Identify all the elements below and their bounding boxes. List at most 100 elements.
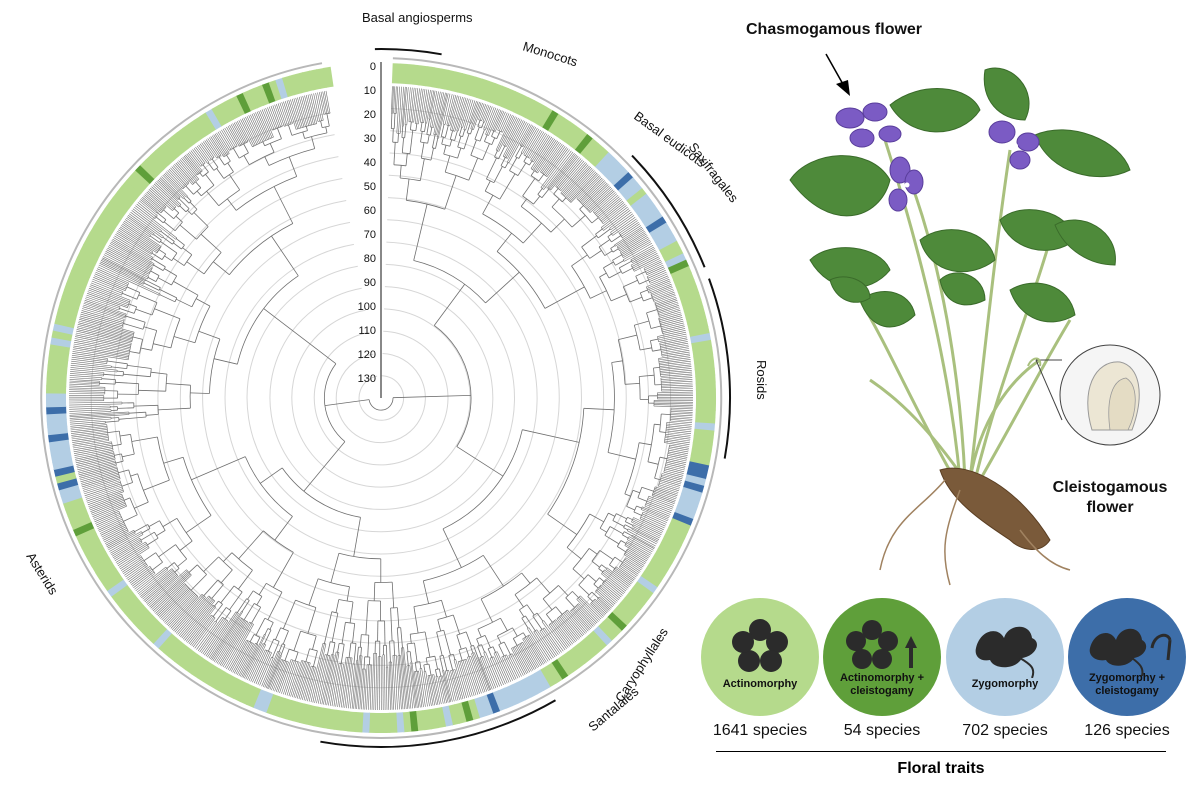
tip-branch [96, 270, 129, 285]
trait-ring-segment [642, 210, 664, 229]
branch-arc [218, 189, 240, 207]
branch [484, 134, 488, 142]
trait-ring-segment [689, 332, 712, 345]
tip-branch [391, 86, 393, 114]
tip-branch [580, 595, 603, 619]
trait-ring-segment [682, 480, 705, 494]
branch [114, 453, 122, 456]
branch-arc [171, 275, 178, 286]
branch [213, 358, 238, 365]
tip-branch [296, 662, 308, 699]
branch-arc [496, 251, 546, 309]
branch [456, 446, 504, 477]
tip-branch [658, 311, 681, 319]
tip-branch [79, 466, 117, 477]
branch-arc [317, 578, 350, 588]
tip-branch [544, 146, 566, 175]
branch [624, 524, 633, 529]
tip-branch [255, 112, 268, 140]
tip-branch [307, 667, 316, 702]
tip-branch [666, 428, 692, 433]
trait-ring-segment [513, 93, 529, 116]
tip-branch [540, 142, 562, 173]
violet-plant-illustration [789, 53, 1161, 586]
branch [391, 582, 395, 608]
trait-ring-segment [233, 680, 249, 703]
branch [173, 281, 199, 296]
branch-arc [501, 654, 507, 658]
branch-arc [152, 263, 155, 267]
tip-branch [337, 663, 344, 708]
tip-branch [300, 662, 311, 700]
tip-branch [543, 620, 566, 651]
tip-branch [660, 479, 681, 486]
branch [241, 600, 250, 612]
branch [153, 234, 162, 241]
branch-arc [155, 552, 163, 563]
tip-branch [259, 657, 272, 686]
branch-arc [432, 147, 436, 149]
trait-ring-segment [530, 103, 548, 125]
branch [424, 631, 431, 658]
tip-branch [500, 113, 510, 132]
tip-branch [614, 567, 634, 582]
branch-arc [630, 259, 633, 263]
branch [427, 134, 430, 144]
trait-ring-segment [319, 707, 331, 729]
tip-branch [79, 468, 118, 479]
tip-branch [75, 451, 114, 460]
trait-ring-segment [312, 706, 325, 728]
branch [163, 209, 174, 220]
tip-branch [533, 631, 552, 660]
trait-ring-segment [670, 265, 692, 281]
tip-branch [670, 411, 693, 413]
age-ring [291, 308, 471, 488]
branch [176, 298, 193, 308]
trait-ring-segment [191, 657, 209, 679]
branch [637, 497, 647, 502]
tip-branch [659, 313, 682, 321]
tip-branch [479, 104, 487, 121]
tip-branch [658, 485, 679, 493]
branch [452, 614, 461, 635]
tip-branch [398, 86, 402, 134]
branch [191, 456, 246, 481]
branch [190, 574, 207, 591]
trait-ring-segment [542, 110, 560, 132]
branch-arc [445, 669, 449, 672]
tip-branch [104, 252, 150, 277]
bilateral-flower-icon [975, 626, 1037, 678]
branch-arc [527, 627, 530, 629]
tip-branch [399, 86, 404, 134]
branch-arc [350, 642, 357, 644]
trait-ring-segment [651, 553, 673, 571]
tip-branch [108, 244, 152, 270]
branch [107, 430, 120, 433]
branch-arc [141, 531, 144, 535]
tip-branch [207, 612, 238, 658]
branch-arc [555, 186, 561, 191]
branch-arc [229, 145, 238, 151]
branch [504, 162, 509, 169]
branch [238, 530, 264, 560]
tip-branch [660, 373, 693, 377]
branch [325, 126, 328, 133]
branch [448, 655, 454, 671]
tip-branch [645, 264, 664, 274]
branch [117, 370, 124, 373]
tip-branch [667, 455, 687, 460]
branch [258, 583, 267, 595]
branch-arc [530, 168, 538, 174]
branch [220, 569, 233, 584]
tip-branch [600, 584, 619, 601]
branch [282, 630, 289, 645]
tip-branch [610, 213, 633, 231]
tip-branch [453, 659, 466, 699]
tip-branch [560, 615, 581, 639]
tip-branch [162, 590, 193, 622]
tip-branch [121, 223, 160, 250]
tip-branch [669, 444, 689, 449]
branch [373, 582, 376, 601]
species-count-actinomorphy-cleistogamy: 54 species [843, 722, 921, 739]
branch-arc [483, 129, 486, 131]
